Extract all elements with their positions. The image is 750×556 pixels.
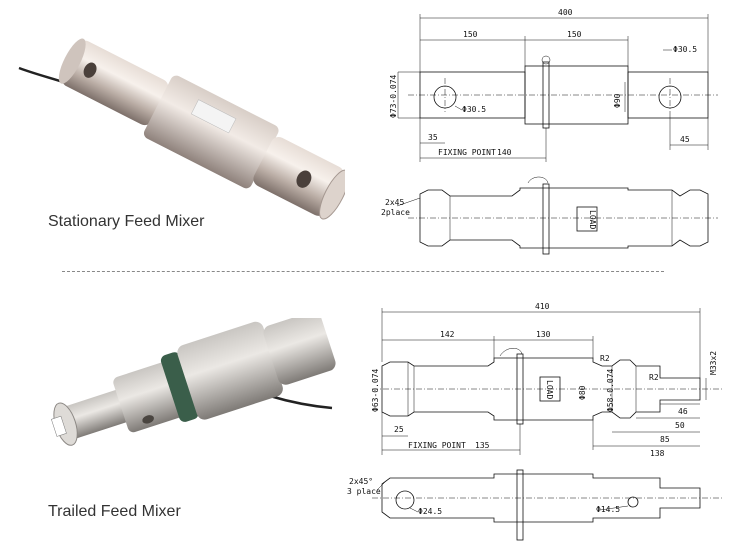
bottom-step-dia-dim: Φ58-0.074 [606,368,615,412]
bottom-dim-85: 85 [660,435,670,444]
top-load-mark: LOAD [588,210,597,229]
stationary-side-view [396,176,718,255]
top-fixing-point-label: FIXING POINT [438,148,496,157]
bottom-left-hole-dim: Φ24.5 [418,507,442,516]
bottom-dim-46: 46 [678,407,688,416]
bottom-fixing-point-label: FIXING POINT [408,441,466,450]
bottom-radius-a: R2 [600,354,610,363]
top-mid-dia-dim: Φ90 [613,93,622,108]
bottom-right-hole-dim: Φ14.5 [596,505,620,514]
bottom-fixing-point-value: 135 [475,441,490,450]
bottom-chamfer-note: 3 place [347,487,381,496]
top-left-span-dim: 150 [463,30,478,39]
bottom-body-dia-dim: Φ63-0.074 [371,368,380,412]
top-left-hole-dim: Φ30.5 [462,105,486,114]
bottom-mid-span-dim: 130 [536,330,551,339]
bottom-radius-b: R2 [649,373,659,382]
bottom-thread-dim: M33x2 [709,351,718,375]
top-chamfer-note: 2place [381,208,410,217]
top-right-end-dim: 45 [680,135,690,144]
bottom-overall-dim: 410 [535,302,550,311]
top-fixing-point-value: 140 [497,148,512,157]
top-chamfer-dim: 2x45 [385,198,404,207]
top-body-dia-dim: Φ73-0.074 [389,74,398,118]
bottom-mid-dia-dim: Φ80 [578,385,587,400]
stationary-load-cell-photo [18,38,345,220]
bottom-dim-138: 138 [650,449,665,458]
bottom-left-end-dim: 25 [394,425,404,434]
trailed-load-cell-photo [51,318,336,446]
section-divider [62,271,664,272]
top-overall-dim: 400 [558,8,573,17]
top-right-hole-dim: Φ30.5 [673,45,697,54]
bottom-chamfer-dim: 2x45° [349,477,373,486]
stationary-plan-view [397,14,718,162]
trailed-side-view [372,308,722,455]
top-right-span-dim: 150 [567,30,582,39]
bottom-load-mark: LOAD [545,380,554,399]
top-left-end-dim: 35 [428,133,438,142]
trailed-feed-mixer-caption: Trailed Feed Mixer [48,503,181,520]
bottom-left-span-dim: 142 [440,330,455,339]
stationary-feed-mixer-caption: Stationary Feed Mixer [48,213,205,230]
trailed-plan-view [372,469,722,541]
bottom-dim-50: 50 [675,421,685,430]
